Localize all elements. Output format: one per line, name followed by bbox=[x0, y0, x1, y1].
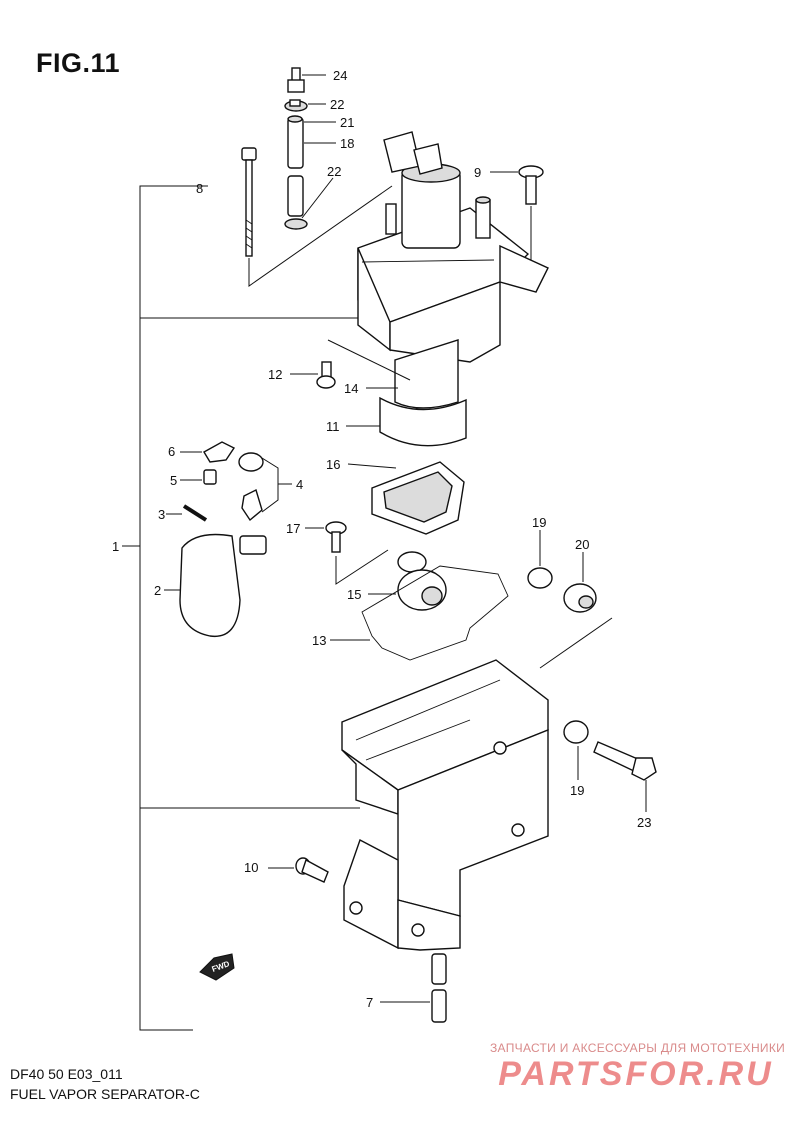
callout-24: 24 bbox=[333, 68, 347, 83]
callout-8: 8 bbox=[196, 181, 203, 196]
part-24-fitting bbox=[287, 67, 326, 93]
callout-23: 23 bbox=[637, 815, 651, 830]
figure-caption: FUEL VAPOR SEPARATOR-C bbox=[10, 1086, 200, 1102]
separator-upper-body bbox=[327, 131, 549, 447]
callout-1: 1 bbox=[112, 539, 119, 554]
assembly-bracket bbox=[122, 185, 360, 1031]
callout-18: 18 bbox=[340, 136, 354, 151]
watermark-logo-text: PARTSFOR.RU bbox=[498, 1055, 773, 1093]
callout-22-lower: 22 bbox=[327, 164, 341, 179]
callout-20: 20 bbox=[575, 537, 589, 552]
part-23-bolt bbox=[593, 741, 657, 812]
part-22-clip-upper bbox=[284, 99, 326, 112]
callout-9: 9 bbox=[474, 165, 481, 180]
part-17-screw bbox=[305, 521, 389, 585]
part-12-screw bbox=[290, 361, 398, 427]
callout-3: 3 bbox=[158, 507, 165, 522]
callout-4: 4 bbox=[296, 477, 303, 492]
part-9-screw bbox=[490, 165, 544, 268]
callout-12: 12 bbox=[268, 367, 282, 382]
part-3-pin bbox=[166, 504, 208, 522]
callout-10: 10 bbox=[244, 860, 258, 875]
part-15-fuel-pump bbox=[368, 551, 447, 611]
callout-21: 21 bbox=[340, 115, 354, 130]
callout-19-lower: 19 bbox=[570, 783, 584, 798]
part-19-grommet-lower bbox=[563, 720, 589, 780]
part-19-grommet-upper bbox=[527, 530, 553, 589]
watermark-logo: PARTSFOR.RU bbox=[498, 1055, 773, 1093]
callout-2: 2 bbox=[154, 583, 161, 598]
watermark-tagline: ЗАПЧАСТИ И АКСЕССУАРЫ ДЛЯ МОТОТЕХНИКИ bbox=[490, 1041, 786, 1055]
callout-14: 14 bbox=[344, 381, 358, 396]
callout-6: 6 bbox=[168, 444, 175, 459]
callout-labels: 24 22 21 18 22 9 8 12 14 11 6 16 5 4 3 1… bbox=[112, 68, 651, 1010]
part-16-diaphragm bbox=[347, 461, 465, 535]
part-13-gasket bbox=[330, 565, 509, 661]
callout-7: 7 bbox=[366, 995, 373, 1010]
part-20-grommet bbox=[539, 552, 613, 669]
callout-19: 19 bbox=[532, 515, 546, 530]
callout-17: 17 bbox=[286, 521, 300, 536]
part-18-hose bbox=[287, 115, 336, 217]
part-5-plug bbox=[180, 469, 217, 485]
part-7-sleeve bbox=[380, 953, 447, 1023]
part-2-cover bbox=[164, 533, 267, 638]
part-22-clip-lower bbox=[284, 177, 334, 230]
fwd-arrow-icon: FWD bbox=[199, 953, 235, 981]
figure-code: DF40 50 E03_011 bbox=[10, 1066, 123, 1082]
callout-22: 22 bbox=[330, 97, 344, 112]
part-6-clip bbox=[180, 441, 236, 463]
part-10-screw bbox=[268, 857, 329, 883]
figure-title: FIG.11 bbox=[36, 48, 121, 78]
part-4-valve-assembly bbox=[238, 452, 292, 522]
callout-15: 15 bbox=[347, 587, 361, 602]
lower-bracket-body bbox=[341, 659, 549, 951]
callout-13: 13 bbox=[312, 633, 326, 648]
part-8-long-bolt bbox=[241, 147, 393, 287]
callout-5: 5 bbox=[170, 473, 177, 488]
callout-11: 11 bbox=[326, 419, 340, 434]
callout-16: 16 bbox=[326, 457, 340, 472]
